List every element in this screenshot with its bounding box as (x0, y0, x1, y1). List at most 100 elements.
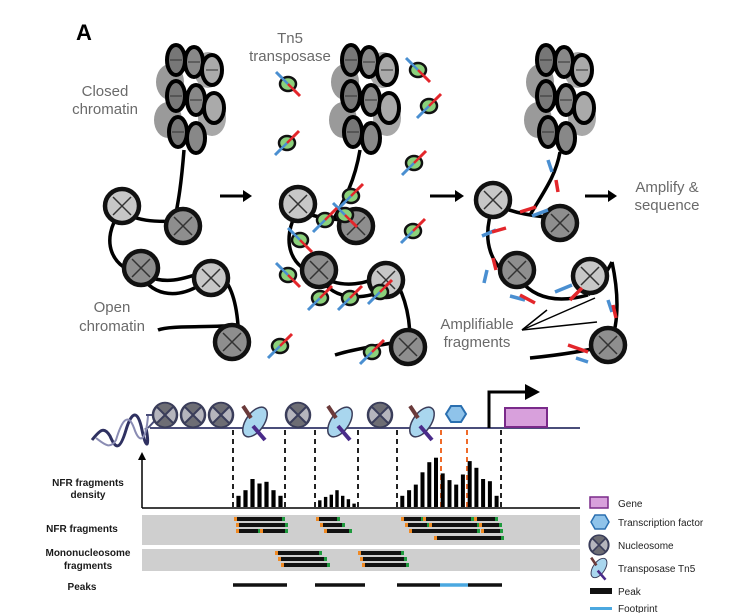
tn5-transposase-icon (266, 332, 294, 360)
fragment-start (409, 529, 412, 533)
density-bar (250, 479, 255, 507)
fragment-start (236, 529, 239, 533)
nucleosome (391, 330, 425, 364)
nucleosome (591, 328, 625, 362)
density-bar (346, 499, 351, 507)
fragment-end (477, 529, 480, 533)
density-label-2: density (70, 490, 105, 501)
fragment-end (337, 517, 340, 521)
cut-ends (481, 159, 618, 364)
stage-1-chromatin: Closed chromatin Open chromatin (72, 43, 249, 359)
dna-helix-icon (90, 413, 150, 448)
nucleosome-icon (151, 401, 179, 429)
nucleosome-icon (179, 401, 207, 429)
fragment (326, 529, 350, 533)
density-bar (329, 494, 333, 507)
fragment (364, 563, 407, 567)
nucleosome-icon (366, 401, 394, 429)
fragment-end (501, 536, 504, 540)
density-bar (467, 461, 472, 507)
density-bar (271, 490, 276, 507)
gene-icon (589, 496, 609, 509)
nucleosome-icon (207, 401, 235, 429)
fragment-end (319, 551, 322, 555)
density-bar (400, 495, 405, 507)
legend-peak: Peak (618, 587, 642, 598)
transposase-icon (586, 554, 612, 582)
open-chromatin-label-2: chromatin (79, 318, 145, 335)
fragment (436, 536, 502, 540)
legend-tf: Transcription factor (618, 518, 704, 529)
fragment-end (421, 517, 424, 521)
closed-chromatin-label-1: Closed (82, 83, 129, 100)
fragment (277, 551, 320, 555)
transcription-start-arrow-icon (487, 384, 540, 428)
fragment-end (471, 517, 474, 521)
transcription-factor-icon (444, 405, 468, 423)
fragment-start (423, 517, 426, 521)
nucleosome-icon (284, 401, 312, 429)
density-bar (335, 490, 339, 507)
fragment-end (404, 557, 407, 561)
density-bar (454, 484, 459, 507)
tn5-transposase-icon (274, 70, 302, 98)
fragments (234, 517, 504, 567)
stage-3-fragments: Amplifiable fragments (440, 43, 625, 364)
closed-chromatin-cluster (327, 43, 403, 155)
fragment-start (316, 517, 319, 521)
nucleosome (124, 251, 158, 285)
closed-chromatin-label-2: chromatin (72, 101, 138, 118)
fragment-start (278, 557, 281, 561)
fragment (483, 529, 501, 533)
fragment (322, 523, 343, 527)
fragment-start (362, 563, 365, 567)
transposase-icon (402, 400, 442, 444)
fragment-end (324, 557, 327, 561)
top-schematic: Closed chromatin Open chromatin Tn5 tran… (72, 30, 700, 366)
fragment (476, 517, 496, 521)
nucleosome (166, 209, 200, 243)
arrow-right-icon (585, 190, 617, 202)
fragment (403, 517, 422, 521)
fragment-start (234, 517, 237, 521)
density-bar (278, 495, 283, 507)
density-bar (323, 496, 328, 507)
nucleosome (476, 183, 510, 217)
fragment-end (285, 523, 288, 527)
tn5-transposase-icon (306, 284, 334, 312)
fragment-start (360, 557, 363, 561)
density-bar (481, 479, 486, 507)
fragment-end (427, 523, 430, 527)
fragment-start (405, 523, 408, 527)
density-bar (243, 490, 248, 507)
density-bar (440, 473, 445, 507)
tn5-transposase-icon (273, 129, 301, 157)
stage-2-tagmentation: Tn5 transposase (249, 30, 443, 366)
density-bar (236, 495, 241, 507)
nucleosome (215, 325, 249, 359)
legend-nucleosome: Nucleosome (618, 541, 674, 552)
density-bar (434, 457, 438, 507)
axis-arrow-icon (138, 452, 146, 460)
density-bar (420, 472, 425, 507)
fragment-start (474, 517, 477, 521)
tn5-transposase-icon (336, 284, 364, 312)
density-bar (413, 484, 418, 507)
fragment-end (282, 517, 285, 521)
nucleosome (105, 189, 139, 223)
pointer-arrows (521, 297, 598, 331)
fragment (431, 523, 478, 527)
arrow-right-icon (220, 190, 252, 202)
fragment-end (342, 523, 345, 527)
fragment-start (275, 551, 278, 555)
density-bar (352, 503, 356, 507)
nucleosome (302, 253, 336, 287)
panel-label: A (76, 20, 92, 45)
mono-label-1: Mononucleosome (45, 548, 130, 559)
transposase-icon (320, 400, 360, 444)
nucleosome (573, 259, 607, 293)
nucleosome-icon (588, 534, 610, 556)
density-bar (474, 467, 479, 507)
tn5-transposase-icon (358, 338, 386, 366)
fragment-end (285, 529, 288, 533)
